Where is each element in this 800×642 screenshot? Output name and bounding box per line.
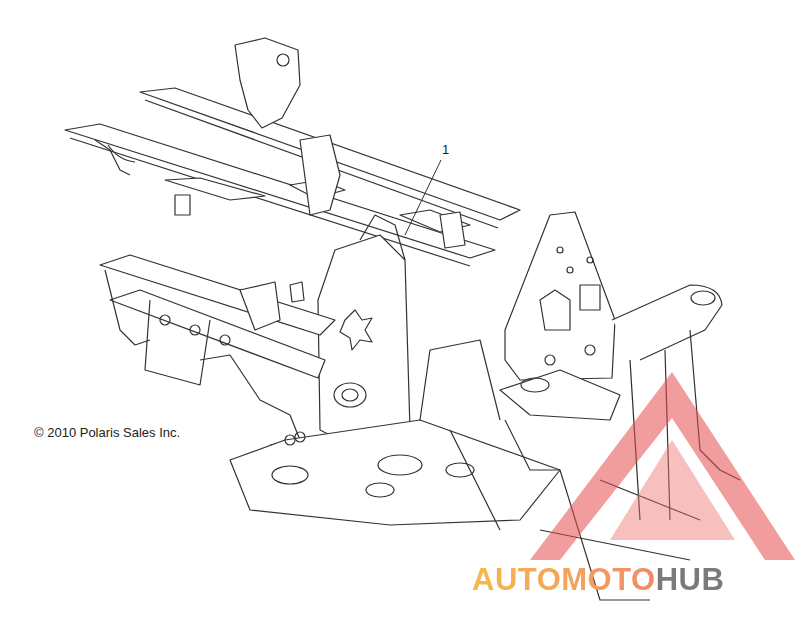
copyright-note: © 2010 Polaris Sales Inc. [34,425,180,440]
callout-number: 1 [440,142,451,157]
leader-line [405,160,441,235]
watermark: AUTOMOTOHUB [472,562,724,598]
